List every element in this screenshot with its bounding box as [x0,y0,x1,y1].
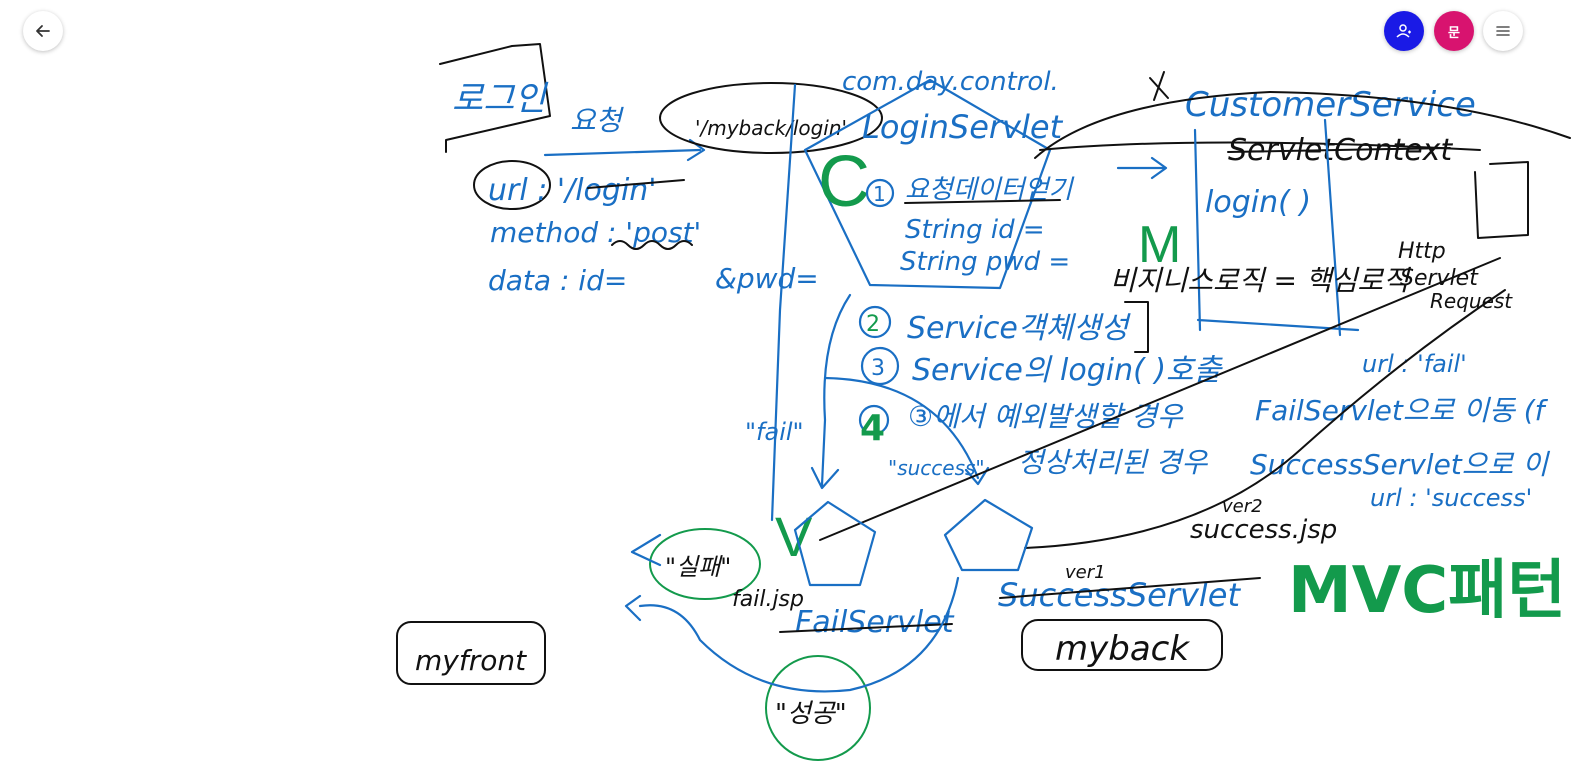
myfront-box [396,621,546,685]
fail-quote: "fail" [745,418,804,446]
step3-number: 3 [871,356,885,381]
ver1-label: ver1 [1065,562,1106,583]
fail-view-pentagon [793,500,877,587]
success-korean-ellipse [765,655,871,761]
fail-servlet-strike [779,623,953,633]
mvc-pattern-title: MVC패턴 [1288,554,1566,628]
login-strike [587,179,685,189]
response-loop [624,533,960,693]
success-quote: "success" [888,456,985,480]
arrow-left-icon [36,25,50,37]
business-logic-text: 비지니스로직 = 핵심로직 [1110,264,1411,297]
menu-button[interactable] [1483,11,1523,51]
controller-letter: C [818,142,870,222]
step1-circle [865,178,895,208]
request-label: 요청 [570,104,625,137]
login-box-outline [439,43,551,153]
mvc-divider-line [770,83,797,522]
strike-x-mark [1149,71,1169,101]
success-servlet-strike [999,577,1261,599]
step1-number: 1 [873,182,886,206]
url-line: url : '/login' [488,173,657,208]
step2-bracket-mark [1124,301,1149,353]
myback-login-ellipse [659,82,883,154]
view-letter: V [775,505,813,568]
myback-box [1021,619,1223,671]
customer-service-title: CustomerService [1185,85,1476,125]
string-pwd-line: String pwd = [900,247,1070,277]
login-servlet-title: LoginServlet [862,108,1064,146]
right-box [1474,161,1529,239]
hamburger-menu-icon [1496,26,1510,36]
collaborator-avatar-invite[interactable] [1384,11,1424,51]
success-diagonal-curve [1024,289,1506,549]
ver2-label: ver2 [1222,496,1263,517]
success-view-pentagon [943,498,1034,572]
step4-text: ③에서 예외발생할 경우 [908,400,1184,433]
step2-number: 2 [866,312,880,337]
step2-text: Service객체생성 [907,311,1132,346]
fail-jsp: fail.jsp [732,587,804,612]
step1-underline [904,199,1061,204]
data-line: data : id= [488,264,627,297]
back-button[interactable] [23,11,63,51]
login-box-text: 로그인 [452,79,549,119]
collaborator-avatar[interactable]: 문 [1434,11,1474,51]
model-letter: M [1138,216,1181,274]
login-method-text: login( ) [1205,185,1311,220]
step3-circle [860,346,900,386]
context-curve [1034,91,1571,159]
success-jsp: success.jsp [1190,515,1337,545]
pwd-line: &pwd= [715,262,819,295]
string-id-line: String id = [905,215,1045,245]
context-curve-2 [1039,141,1481,151]
fail-servlet-text: FailServlet [795,605,955,640]
success-korean: "성공" [775,699,847,729]
avatar-initial: 문 [1448,24,1460,40]
step3-text: Service의 login( )호출 [912,353,1224,388]
fail-diagonal-line [819,257,1501,541]
fail-korean-ellipse [649,528,761,600]
url-success: url : 'success' [1370,484,1532,512]
method-line: method : 'post' [490,216,701,249]
success-arrow [823,376,990,486]
controller-pentagon [803,78,1052,290]
request-arrow [543,138,706,162]
http-text: Http [1398,239,1446,264]
step4-circle [858,404,890,436]
success-servlet-move: SuccessServlet으로 이 [1250,448,1550,481]
normal-case-text: 정상처리된 경우 [1018,446,1208,479]
url-circle [473,160,551,210]
fail-servlet-move: FailServlet으로 이동 (f [1255,394,1549,427]
myback-text: myback [1055,629,1190,669]
myback-login-text: '/myback/login' [695,116,847,140]
package-name: com.day.control. [842,67,1059,97]
servlet-context-strike [1227,147,1451,153]
step2-circle [858,305,892,339]
fail-korean: "실패" [665,553,731,581]
servlet-text: Servlet [1400,266,1479,291]
step-bracket [810,293,852,490]
myfront-text: myfront [415,644,527,677]
person-add-icon [1396,24,1411,38]
step4-number: 4 [860,408,885,449]
model-arrow [1116,156,1168,180]
post-wavy-underline [611,240,693,250]
